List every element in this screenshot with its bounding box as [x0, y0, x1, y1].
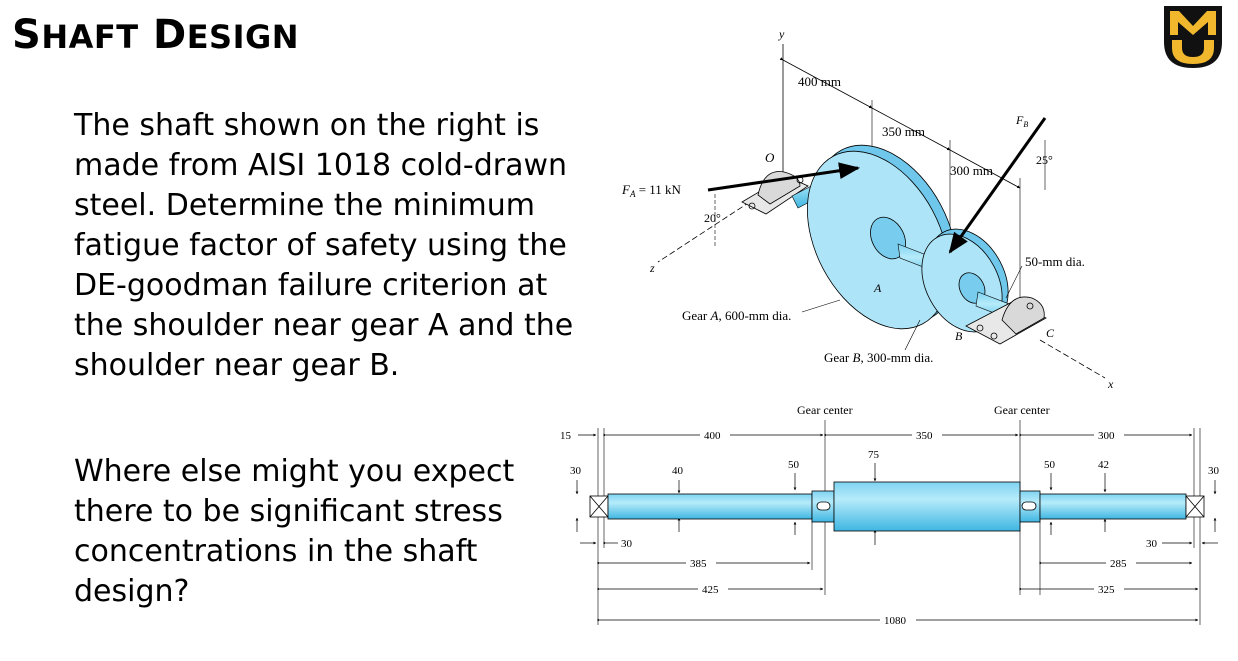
gear-center-left-label: Gear center [797, 403, 853, 417]
gear-a-caption: Gear A, 600-mm dia. [682, 308, 791, 323]
problem-statement: The shaft shown on the right is made fro… [74, 108, 574, 383]
dim-30-bottom-right: 30 [1146, 538, 1158, 550]
title-word: ESIGN [186, 18, 300, 56]
shaft-section-40 [607, 493, 813, 520]
dim-400-line [779, 57, 873, 109]
dim-285: 285 [1110, 558, 1127, 570]
force-fb-arrow [948, 117, 1047, 254]
bearing-c: C [965, 296, 1055, 345]
dim-40: 40 [672, 465, 684, 477]
keyway-right [1021, 501, 1037, 511]
dim-1080: 1080 [884, 615, 907, 627]
gear-b-caption: Gear B, 300-mm dia. [824, 350, 933, 365]
dim-385: 385 [690, 558, 707, 570]
force-fa-arrow [707, 162, 861, 192]
gear-b-leader [904, 319, 921, 351]
dim-300-line [946, 147, 1021, 189]
force-fa-label: FA = 11 kN [621, 182, 682, 199]
gear-center-right-label: Gear center [994, 403, 1050, 417]
dim-15: 15 [560, 430, 572, 442]
dim-30-left: 30 [570, 465, 582, 477]
gear-a-letter: A [873, 281, 882, 295]
dim-42: 42 [1098, 459, 1109, 471]
dia-50-leader [1005, 265, 1023, 299]
angle-25-label: 25° [1036, 153, 1053, 167]
angle-20-label: 20° [704, 211, 721, 225]
dim-300-mm: 300 mm [950, 163, 993, 178]
dim-30-bottom-left: 30 [621, 538, 633, 550]
z-axis-label: z [649, 261, 655, 275]
shaft-profile [589, 481, 1205, 532]
keyway-left [816, 501, 831, 511]
dim-400: 400 [704, 430, 721, 442]
x-axis-label: x [1107, 377, 1114, 391]
dim-50-right: 50 [1044, 459, 1056, 471]
title-letter: S [12, 12, 42, 58]
gear-a: A [806, 144, 958, 330]
title-letter: D [152, 12, 187, 58]
shaft-section-42 [1039, 493, 1187, 520]
slide-title: SHAFT DESIGN [12, 12, 299, 58]
x-axis [1039, 339, 1106, 379]
discussion-question: Where else might you expect there to be … [74, 454, 515, 609]
shaft-section-75 [833, 481, 1021, 532]
y-axis-label: y [778, 27, 785, 41]
gear-b-letter: B [955, 329, 963, 343]
dia-50-label: 50-mm dia. [1025, 254, 1085, 269]
origin-label: O [765, 150, 775, 165]
title-word: HAFT [41, 18, 139, 56]
dimensioned-view: Gear center Gear center 15 400 350 300 3… [560, 403, 1220, 627]
university-logo [1164, 6, 1222, 68]
dim-350-mm: 350 mm [882, 124, 925, 139]
dim-75: 75 [868, 449, 880, 461]
dim-325: 325 [1098, 584, 1115, 596]
dim-50-left: 50 [788, 459, 800, 471]
dim-350: 350 [916, 430, 933, 442]
dim-400-mm: 400 mm [798, 74, 841, 89]
dim-30-right: 30 [1208, 465, 1220, 477]
dim-300: 300 [1098, 430, 1115, 442]
gear-a-leader [801, 299, 841, 313]
dim-425: 425 [702, 584, 719, 596]
isometric-view: y z x O 400 mm 350 mm 300 mm A [621, 27, 1114, 391]
bearing-c-label: C [1046, 326, 1055, 340]
dim-350-line [868, 105, 951, 151]
force-fb-label: FB [1015, 113, 1028, 129]
